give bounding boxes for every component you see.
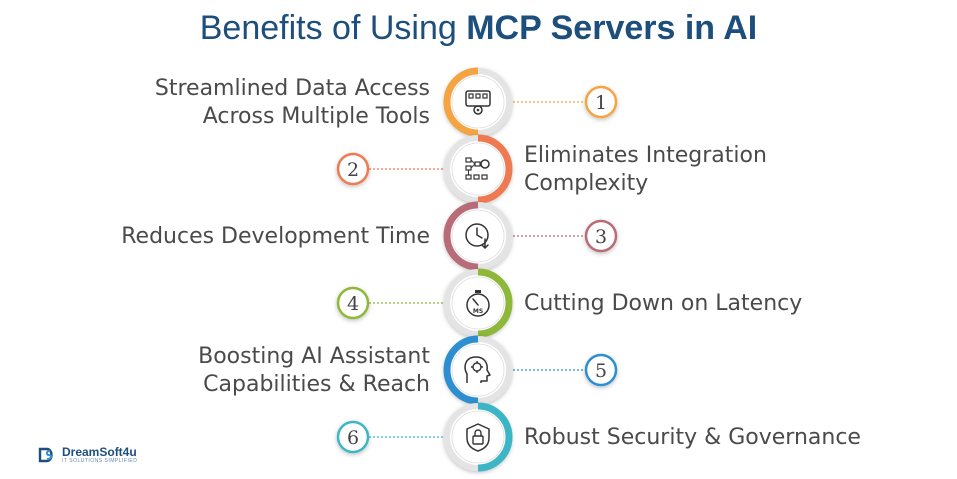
benefit-ring [443,67,512,137]
number-badge: 6 [336,420,370,454]
benefit-label: Robust Security & Governance [524,424,861,452]
number-text: 3 [595,226,607,248]
benefit-ring [443,335,512,405]
number-text: 4 [347,293,359,315]
benefit-label-line: Eliminates Integration [524,143,767,168]
benefit-label-line: Across Multiple Tools [202,104,430,129]
number-text: 1 [595,92,607,114]
stopwatch-ms-icon: MS [466,290,490,317]
benefit-label-line: Streamlined Data Access [154,76,430,101]
number-text: 2 [347,159,359,181]
title-normal: Benefits of Using [199,9,467,47]
benefit-label-line: Cutting Down on Latency [524,291,803,316]
number-badge: 1 [584,85,618,119]
benefit-label: Cutting Down on Latency [524,290,802,318]
brand-logo: DreamSoft4u IT SOLUTIONS SIMPLIFIED [38,446,137,464]
number-badge: 2 [336,152,370,186]
brand-tagline: IT SOLUTIONS SIMPLIFIED [62,458,138,464]
benefit-ring: MS [444,268,513,338]
benefit-label-line: Robust Security & Governance [524,425,861,450]
benefit-ring [444,402,513,472]
benefit-label: Reduces Development Time [121,223,430,251]
shield-lock-icon [466,423,490,452]
benefit-label-line: Boosting AI Assistant [198,344,430,369]
page-title: Benefits of Using MCP Servers in AI [0,9,957,48]
ai-head-gear-icon [464,356,491,383]
benefit-ring [444,134,513,204]
brand-name: DreamSoft4u [62,445,137,459]
number-badge: 4 [336,286,370,320]
benefit-label-line: Reduces Development Time [121,224,430,249]
dashboard-settings-icon [465,90,491,115]
number-badge: 3 [584,219,618,253]
benefit-label-line: Capabilities & Reach [203,372,430,397]
clock-time-icon [465,223,489,250]
svg-text:MS: MS [473,308,483,315]
number-badge: 5 [584,353,618,387]
dreamsoft-logo-icon [38,447,53,463]
workflow-network-icon [465,157,490,180]
title-bold: MCP Servers in AI [466,9,758,47]
number-text: 6 [347,427,359,449]
benefit-ring [443,201,512,271]
benefit-label-line: Complexity [524,171,649,196]
number-text: 5 [595,360,607,382]
